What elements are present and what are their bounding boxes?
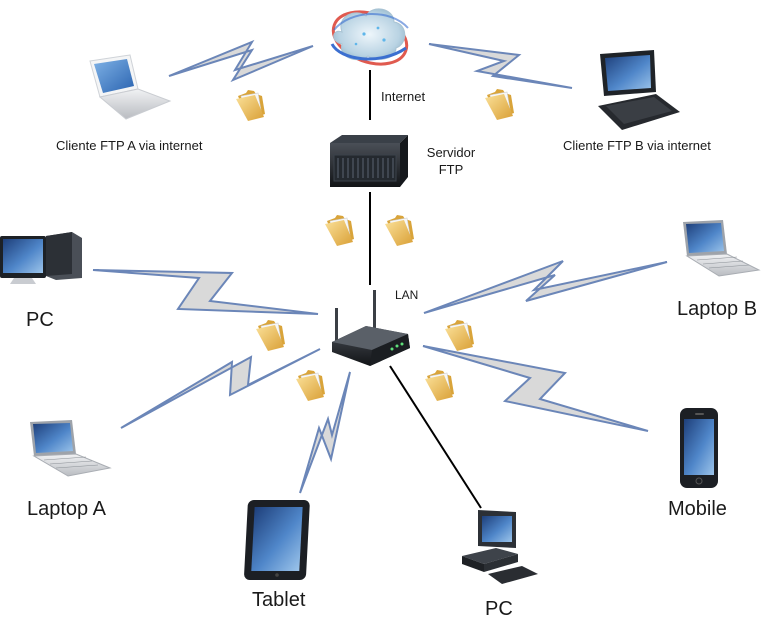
folder-icon xyxy=(295,369,326,402)
folder-icon xyxy=(255,319,286,352)
folder-icon xyxy=(235,89,266,122)
pc-left-label: PC xyxy=(26,309,54,331)
bolt-client-a-internet xyxy=(168,39,314,83)
folder-icon xyxy=(384,214,415,247)
bolt-router-laptop-b xyxy=(423,260,668,314)
wireless-router-icon xyxy=(332,290,410,366)
laptop-b-label: Laptop B xyxy=(677,298,758,320)
folder-icon xyxy=(444,319,475,352)
tablet-icon xyxy=(244,500,310,580)
client-b-label: Cliente FTP B via internet xyxy=(563,138,711,153)
ftp-server-label-line2: FTP xyxy=(438,162,464,177)
folder-icon xyxy=(324,214,355,247)
bolt-internet-client-b xyxy=(428,43,573,89)
laptop-a-label: Laptop A xyxy=(27,498,106,520)
bolt-router-tablet xyxy=(299,371,351,494)
bolt-pc-router xyxy=(92,269,319,315)
laptop-icon xyxy=(30,420,112,477)
smartphone-icon xyxy=(680,408,718,488)
convertible-laptop-icon xyxy=(598,50,680,130)
desktop-computer-icon xyxy=(0,232,82,284)
internet-label: Internet xyxy=(381,89,426,104)
folder-icon xyxy=(424,369,455,402)
wire-router-pc-bottom xyxy=(389,365,482,509)
laptop-white-icon xyxy=(89,54,172,120)
lan-label: LAN xyxy=(395,288,419,302)
tablet-label: Tablet xyxy=(252,589,306,611)
wired-links xyxy=(369,70,482,509)
desktop-computer-icon xyxy=(462,510,538,584)
bolt-laptop-a-router xyxy=(120,348,321,429)
server-icon xyxy=(330,135,408,187)
ftp-server-label-line1: Servidor xyxy=(426,145,476,160)
cloud-globe-icon xyxy=(330,8,409,66)
laptop-icon xyxy=(683,220,761,277)
bolt-router-mobile xyxy=(422,345,649,432)
client-a-label: Cliente FTP A via internet xyxy=(56,138,203,153)
ftp-server-label: Servidor FTP xyxy=(424,145,478,177)
mobile-label: Mobile xyxy=(668,498,727,520)
wireless-links xyxy=(92,39,668,494)
pc-bottom-label: PC xyxy=(485,598,513,620)
folder-icon xyxy=(484,88,515,121)
